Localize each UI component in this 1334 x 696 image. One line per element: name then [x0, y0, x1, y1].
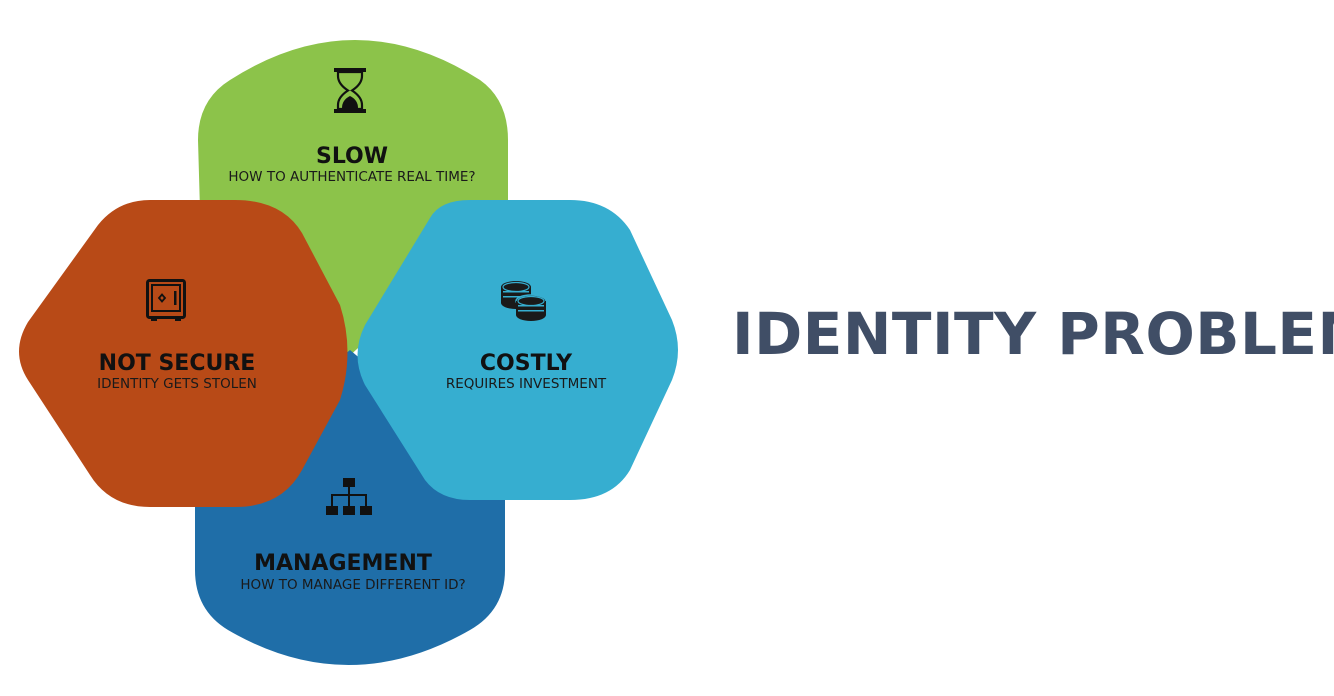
page-title: IDENTITY PROBLEM — [732, 300, 1334, 368]
slow-subtitle: HOW TO AUTHENTICATE REAL TIME? — [228, 169, 475, 185]
not-secure-title: NOT SECURE — [99, 351, 256, 376]
coins-icon — [501, 281, 547, 321]
safe-icon — [146, 279, 186, 321]
slow-title: SLOW — [316, 144, 388, 169]
management-title: MANAGEMENT — [254, 551, 432, 576]
hourglass-icon — [334, 68, 366, 113]
not-secure-hexagon — [19, 200, 348, 507]
costly-title: COSTLY — [480, 351, 573, 376]
costly-subtitle: REQUIRES INVESTMENT — [446, 376, 607, 392]
not-secure-subtitle: IDENTITY GETS STOLEN — [97, 376, 257, 392]
hierarchy-icon — [326, 478, 372, 515]
management-subtitle: HOW TO MANAGE DIFFERENT ID? — [240, 577, 465, 593]
costly-hexagon — [357, 200, 678, 500]
